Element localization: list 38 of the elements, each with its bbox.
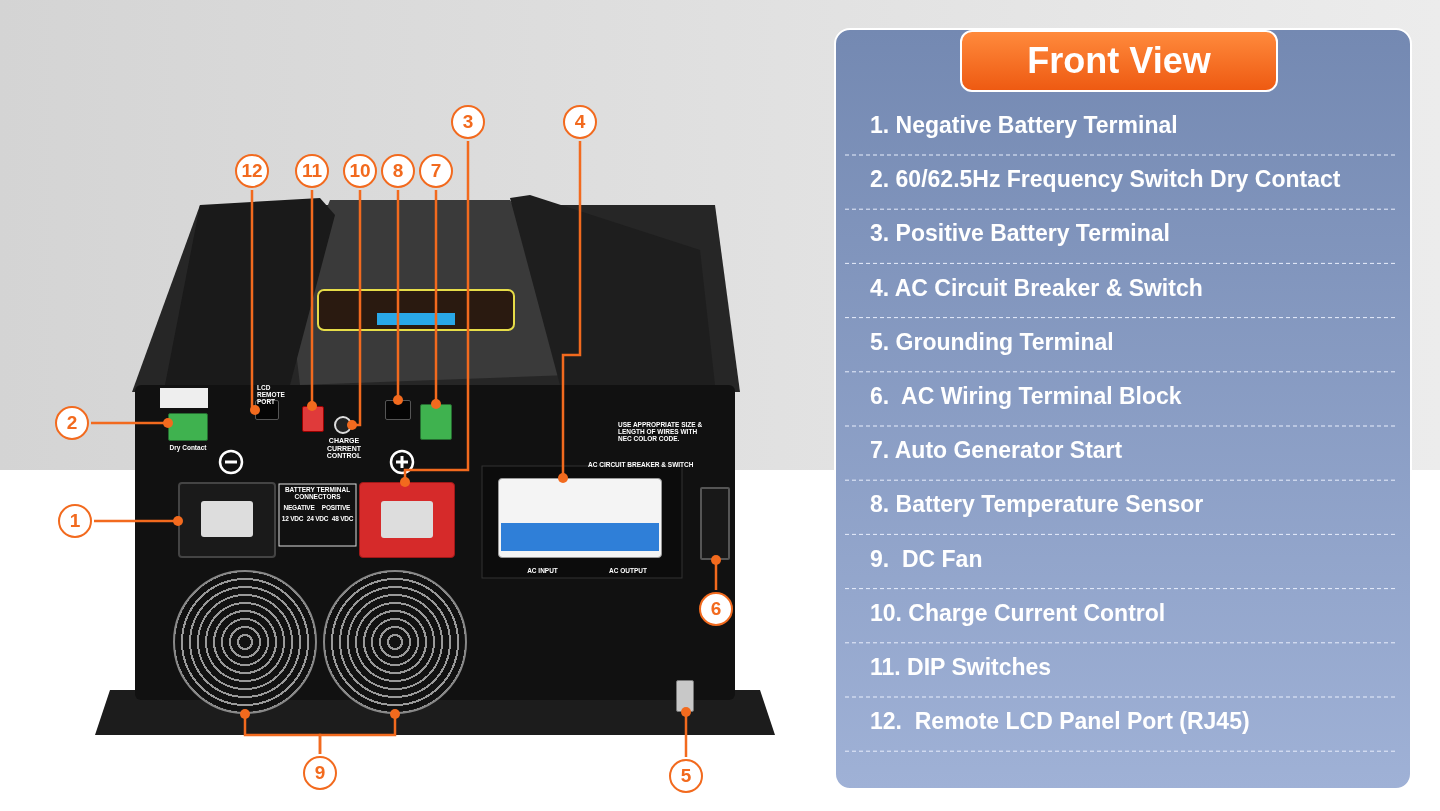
terminal-block (700, 487, 730, 560)
leader-line (94, 516, 183, 526)
list-item: 12. Remote LCD Panel Port (RJ45) (870, 708, 1250, 736)
callout-number: 1 (58, 504, 92, 538)
terminal-connector (420, 404, 452, 440)
callout-number: 9 (303, 756, 337, 790)
list-item: 11. DIP Switches (870, 654, 1052, 681)
positive-terminal (359, 482, 455, 558)
list-item: 9. DC Fan (870, 545, 983, 573)
leader-line (307, 190, 317, 411)
list-item: 6. AC Wiring Terminal Block (870, 383, 1182, 410)
leader-line (393, 190, 403, 405)
leader-line (250, 190, 260, 415)
leader-line (431, 190, 441, 409)
rj45-port (255, 400, 279, 420)
leader-line (400, 141, 470, 487)
list-item: 7. Auto Generator Start (870, 437, 1123, 465)
list-item: 4. AC Circuit Breaker & Switch (870, 274, 1203, 302)
leader-line (558, 141, 582, 483)
list-item: 5. Grounding Terminal (870, 328, 1114, 356)
leader-line (347, 190, 362, 430)
leader-line (711, 555, 721, 590)
leader-line (91, 418, 173, 428)
list-item: 8. Battery Temperature Sensor (870, 491, 1204, 519)
list-item: 2. 60/62.5Hz Frequency Switch Dry Contact (870, 166, 1341, 194)
callout-number: 5 (669, 759, 703, 793)
negative-terminal (178, 482, 276, 558)
dip-switch (302, 406, 324, 432)
rj45-port (385, 400, 411, 420)
list-item: 10. Charge Current Control (870, 599, 1166, 627)
terminal-connector (168, 413, 208, 441)
leader-line (318, 709, 400, 754)
list-item: 1. Negative Battery Terminal (870, 112, 1178, 139)
leader-line (681, 707, 691, 757)
circuit-breaker (498, 478, 662, 558)
ground-terminal (676, 680, 694, 712)
list-item: 3. Positive Battery Terminal (870, 220, 1170, 248)
title: Front View (960, 30, 1278, 92)
